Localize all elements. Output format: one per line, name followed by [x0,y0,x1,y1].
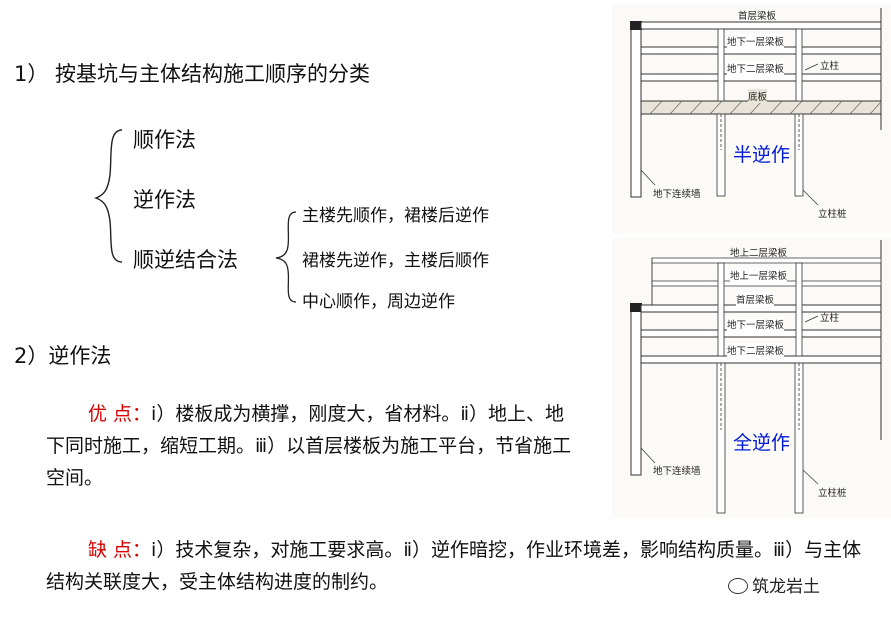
diaphragm-wall-bottom [630,304,642,476]
label-bottom-b1-slab: 地下一层梁板 [727,317,785,331]
subclass-1: 主楼先顺作，裙楼后逆作 [302,206,489,226]
label-top-ground-slab: 首层梁板 [738,11,777,22]
label-top-b2-slab: 地下二层梁板 [727,61,785,75]
heading-classification: 1） 按基坑与主体结构施工顺序的分类 [14,62,371,86]
slab-b1-bottom [640,329,882,338]
advantages-text: ⅰ）楼板成为横撑，刚度大，省材料。ⅱ）地上、地下同时施工，缩短工期。ⅲ）以首层楼… [46,403,572,489]
column-left-top [717,28,725,102]
heading-nizuofa: 2）逆作法 [14,344,112,368]
label-top-b1-slab: 地下一层梁板 [727,34,785,48]
class-shunzuo: 顺作法 [133,128,196,152]
slab-b2-bottom [640,355,882,364]
wall-cap-top [630,21,642,30]
main-brace [94,129,123,263]
advantages-paragraph: 优 点：ⅰ）楼板成为横撑，刚度大，省材料。ⅱ）地上、地下同时施工，缩短工期。ⅲ）… [46,398,576,494]
disadvantages-text: ⅰ）技术复杂，对施工要求高。ⅱ）逆作暗挖，作业环境差，影响结构质量。ⅲ）与主体结… [46,539,862,593]
label-top-column: 立柱 [820,61,840,72]
label-top-pile: 立柱桩 [818,209,847,220]
slab-ground-bottom [640,304,882,313]
wall-cap-bottom [630,303,642,312]
label-bottom-pile: 立柱桩 [818,488,847,499]
column-left-bottom [717,262,725,357]
label-top-base-slab: 底板 [748,89,768,103]
disadvantages-label: 缺 点： [88,539,152,561]
label-bottom-above1-slab: 地上一层梁板 [730,268,788,282]
column-right-top [795,28,803,102]
label-bottom-b2-slab: 地下二层梁板 [727,343,785,357]
watermark: 筑龙岩土 [728,572,820,597]
column-right-bottom [795,262,803,357]
class-nizuo: 逆作法 [133,188,196,212]
label-bottom-wall: 地下连续墙 [653,466,701,477]
slab-ground-top [640,21,882,30]
class-shunni: 顺逆结合法 [133,248,238,272]
sub-brace [275,211,297,303]
label-bottom-ground-slab: 首层梁板 [736,292,775,306]
watermark-text: 筑龙岩土 [752,577,820,597]
subclass-2: 裙楼先逆作，主楼后顺作 [302,251,489,271]
label-bottom-above2-slab: 地上二层梁板 [730,248,788,259]
label-bottom-column: 立柱 [820,313,840,324]
label-top-wall: 地下连续墙 [653,189,701,200]
caption-full-reverse: 全逆作 [733,432,791,454]
wechat-icon [728,578,748,594]
subclass-3: 中心顺作，周边逆作 [302,292,455,312]
disadvantages-paragraph: 缺 点：ⅰ）技术复杂，对施工要求高。ⅱ）逆作暗挖，作业环境差，影响结构质量。ⅲ）… [46,534,866,598]
advantages-label: 优 点： [88,403,152,425]
caption-semi-reverse: 半逆作 [733,144,791,166]
